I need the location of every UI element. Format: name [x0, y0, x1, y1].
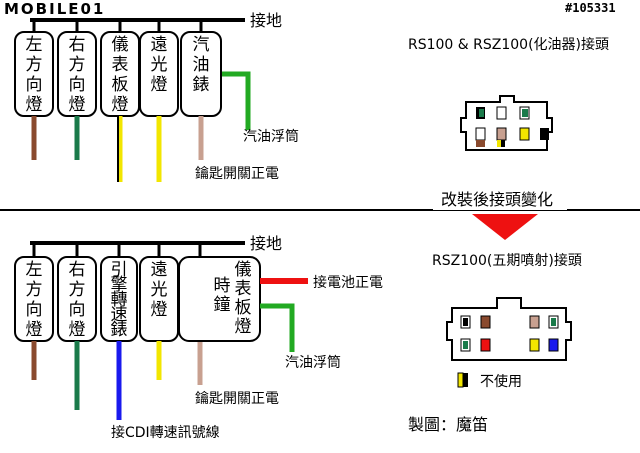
pin-yellow-b — [529, 338, 540, 352]
bottom-box-2-char-3: 速 — [111, 305, 128, 325]
top-box-2-char-3: 燈 — [112, 95, 129, 115]
pin-red-b — [480, 338, 491, 352]
unused-legend-swatch-black — [463, 373, 468, 387]
pin-green-b — [551, 318, 556, 326]
combo-col-1-char-1: 表 — [235, 279, 252, 299]
connector-bottom — [446, 297, 572, 361]
pin-blue-b — [548, 338, 559, 352]
top-box-4-char-2: 錶 — [193, 75, 210, 95]
pin-green-b2 — [463, 341, 468, 349]
key-switch-label-bottom: 鑰匙開關正電 — [195, 391, 279, 407]
fuel-float-label-top: 汽油浮筒 — [243, 128, 299, 145]
top-box-0-char-1: 方 — [26, 55, 43, 75]
bottom-box-1-char-0: 右 — [69, 260, 86, 280]
unused-label: 不使用 — [480, 373, 522, 390]
bottom-component-boxes: 左方向燈右方向燈引擎轉速錶遠光燈汽油錶 — [14, 243, 203, 420]
pin-yellow — [519, 127, 530, 141]
battery-label: 接電池正電 — [313, 274, 383, 291]
bottom-box-1-char-2: 向 — [69, 300, 86, 320]
divider-label-bg — [433, 186, 567, 210]
divider-label: 改裝後接頭變化 — [441, 190, 553, 209]
top-box-4-char-0: 汽 — [193, 35, 210, 55]
top-box-1-char-1: 方 — [69, 55, 86, 75]
ground-label-top: 接地 — [250, 11, 282, 30]
bottom-box-0-char-1: 方 — [26, 280, 43, 300]
bottom-box-2-char-4: 錶 — [111, 320, 128, 340]
bottom-box-3-char-0: 遠 — [151, 260, 168, 280]
top-box-3-char-0: 遠 — [151, 35, 168, 55]
cdi-label: 接CDI轉速訊號線 — [111, 424, 220, 441]
fuel-float-label-bottom: 汽油浮筒 — [285, 354, 341, 371]
top-box-3-char-1: 光 — [151, 55, 168, 75]
combo-col-1-char-0: 儀 — [235, 260, 252, 280]
fuel-float-wire-bottom — [260, 303, 295, 352]
connector-title-bottom: RSZ100(五期噴射)接頭 — [432, 252, 582, 269]
pin-green-2 — [522, 109, 528, 117]
top-box-0-char-2: 向 — [26, 75, 43, 95]
top-box-1-char-3: 燈 — [69, 95, 86, 115]
combo-col-0-char-0: 時 — [214, 276, 231, 296]
bottom-box-0-char-3: 燈 — [26, 320, 43, 340]
bottom-box-1-char-3: 燈 — [69, 320, 86, 340]
ground-label-bottom: 接地 — [250, 234, 282, 253]
top-box-1-char-2: 向 — [69, 75, 86, 95]
top-box-1-char-0: 右 — [69, 35, 86, 55]
connector-top — [460, 95, 553, 151]
top-box-0-char-0: 左 — [26, 35, 43, 55]
bottom-box-2-char-0: 引 — [111, 260, 128, 280]
top-box-2-char-0: 儀 — [112, 35, 129, 55]
pin-black-b — [463, 318, 468, 326]
bottom-box-0-char-0: 左 — [26, 260, 43, 280]
author-label: 製圖：魔笛 — [408, 415, 488, 434]
combo-col-1-char-2: 板 — [235, 298, 252, 318]
connector-title-top: RS100 & RSZ100(化油器)接頭 — [408, 36, 609, 53]
pin-pink — [496, 127, 507, 141]
pin-green — [479, 109, 484, 117]
reference-number: #105331 — [565, 1, 616, 15]
pin-pink-b — [529, 315, 540, 329]
combo-col-0-char-1: 鐘 — [214, 295, 231, 315]
bottom-box-0-char-2: 向 — [26, 300, 43, 320]
logo: MOBILE01 — [4, 0, 105, 18]
down-arrow — [472, 214, 538, 240]
bottom-box-3-char-1: 光 — [151, 280, 168, 300]
pin-brown — [476, 140, 485, 147]
top-box-2-char-1: 表 — [112, 55, 129, 75]
pin-black — [540, 128, 549, 140]
bottom-box-1-char-1: 方 — [69, 280, 86, 300]
pin-brown-b — [480, 315, 491, 329]
top-box-0-char-3: 燈 — [26, 95, 43, 115]
bottom-box-3-char-2: 燈 — [151, 300, 168, 320]
bottom-box-2-char-2: 轉 — [111, 290, 128, 310]
top-box-4-char-1: 油 — [193, 55, 210, 75]
key-switch-label-top: 鑰匙開關正電 — [195, 166, 279, 182]
combo-col-1-char-3: 燈 — [235, 317, 252, 337]
top-box-2-char-2: 板 — [112, 75, 129, 95]
top-box-3-char-2: 燈 — [151, 75, 168, 95]
unused-legend-swatch-yellow — [457, 372, 464, 388]
fuel-float-wire-top — [222, 71, 251, 130]
bottom-box-2-char-1: 擎 — [111, 275, 128, 295]
